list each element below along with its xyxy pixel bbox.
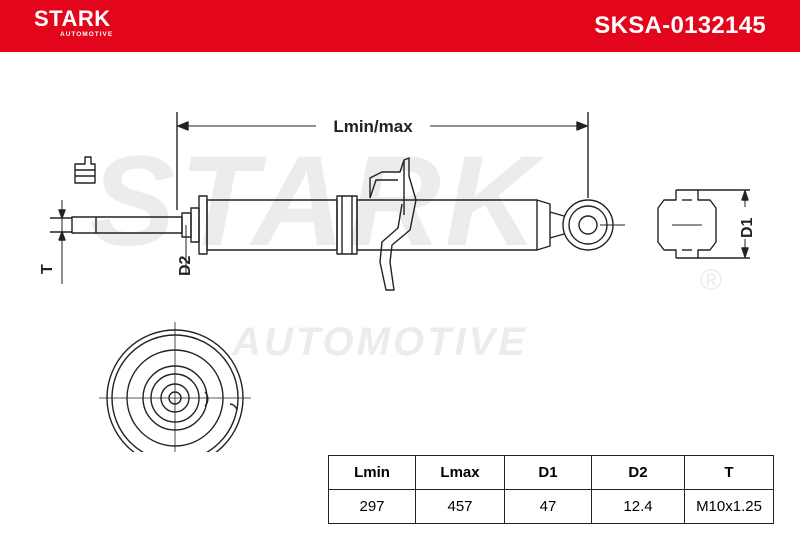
t-label: T [39, 264, 56, 274]
header-d1: D1 [504, 455, 592, 490]
watermark-brand: STARK [90, 130, 542, 273]
lower-eye-mount [562, 199, 625, 251]
watermark-sub: AUTOMOTIVE [232, 320, 528, 364]
length-label: Lmin/max [333, 117, 413, 136]
nut-icon [74, 156, 96, 184]
stark-logo: STARK AUTOMOTIVE [34, 6, 114, 39]
bushing-side-view [657, 189, 750, 259]
value-t: M10x1.25 [684, 489, 774, 524]
value-lmax: 457 [415, 489, 505, 524]
value-d1: 47 [504, 489, 592, 524]
length-dimension: Lmin/max [176, 112, 589, 210]
logo-sub-text: AUTOMOTIVE [60, 31, 114, 38]
header-lmin: Lmin [328, 455, 416, 490]
part-number: SKSA-0132145 [594, 12, 766, 39]
shock-absorber-drawing: Lmin/max T D2 [39, 112, 756, 452]
value-d2: 12.4 [591, 489, 685, 524]
d1-label: D1 [739, 217, 756, 238]
specs-table: Lmin Lmax D1 D2 T 297 457 47 12.4 M10x1.… [328, 455, 774, 524]
header-d2: D2 [591, 455, 685, 490]
top-mount-view [99, 322, 251, 452]
header-t: T [684, 455, 774, 490]
header-bar: STARK AUTOMOTIVE SKSA-0132145 [0, 0, 800, 52]
specs-value-row: 297 457 47 12.4 M10x1.25 [328, 489, 774, 524]
watermark-registered-icon: ® [700, 264, 723, 297]
logo-brand-text: STARK [34, 6, 111, 31]
shock-body [198, 195, 565, 255]
header-lmax: Lmax [415, 455, 505, 490]
d1-dimension: D1 [736, 190, 756, 258]
specs-header-row: Lmin Lmax D1 D2 T [328, 455, 774, 490]
d2-label: D2 [177, 255, 194, 276]
d2-dimension: D2 [177, 225, 194, 276]
piston-rod [71, 207, 200, 243]
spring-seat [369, 157, 417, 291]
t-dimension: T [39, 200, 72, 284]
value-lmin: 297 [328, 489, 416, 524]
